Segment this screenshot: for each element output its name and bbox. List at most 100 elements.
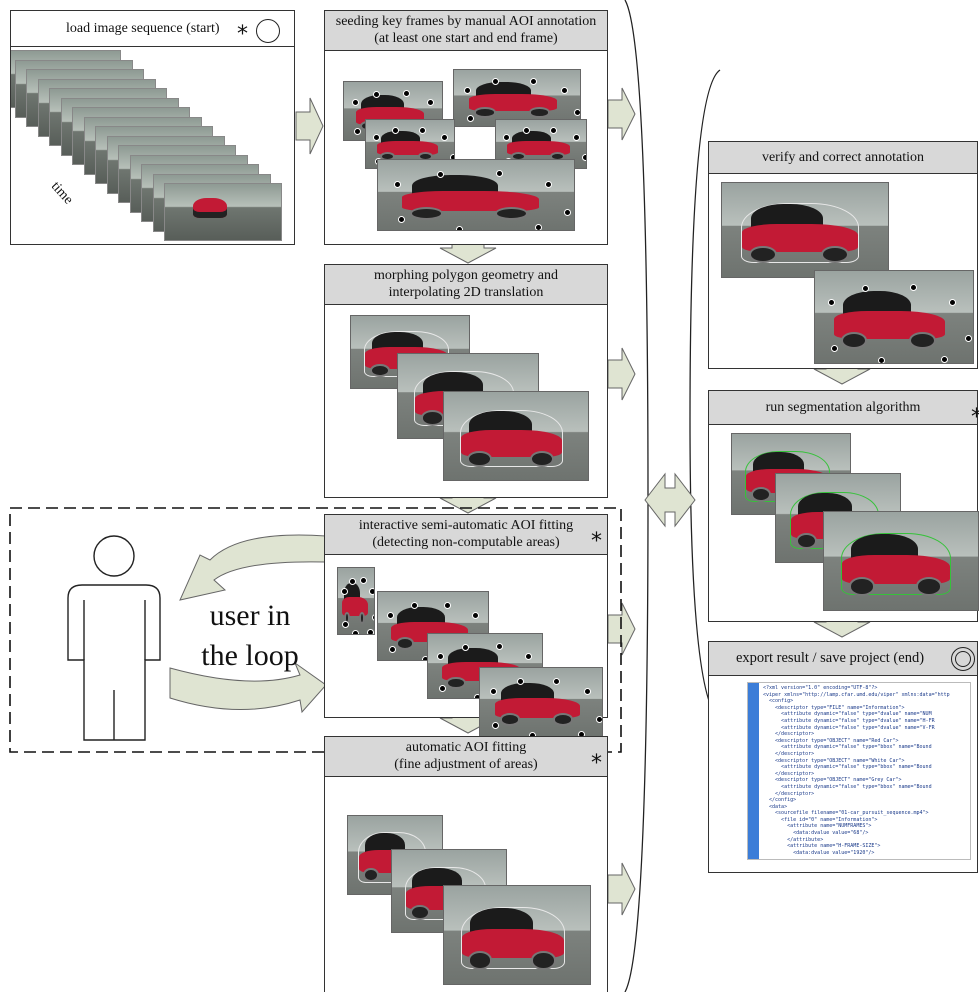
control-point bbox=[341, 588, 348, 595]
control-point bbox=[553, 678, 560, 685]
xml-line: <attribute dynamic="false" type="bbox" n… bbox=[763, 784, 950, 791]
arrow-load-to-seed bbox=[296, 98, 323, 154]
verify-frame-2 bbox=[814, 270, 974, 364]
control-point bbox=[462, 644, 469, 651]
xml-line: <attribute dynamic="false" type="dvalue"… bbox=[763, 725, 950, 732]
car-image bbox=[377, 131, 439, 161]
xml-line: <descriptor type="OBJECT" name="Grey Car… bbox=[763, 777, 950, 784]
car-image bbox=[834, 291, 945, 348]
xml-line: </descriptor> bbox=[763, 791, 950, 798]
arrow-bidirectional bbox=[645, 474, 695, 526]
step-load-title: load image sequence (start) bbox=[66, 21, 220, 36]
xml-line: <attribute name="H-FRAME-SIZE"> bbox=[763, 843, 950, 850]
car-image bbox=[507, 131, 570, 161]
xml-line: </descriptor> bbox=[763, 731, 950, 738]
step-seed-title-1: seeding key frames by manual AOI annotat… bbox=[325, 13, 607, 30]
control-point bbox=[517, 678, 524, 685]
sequence-frame bbox=[164, 183, 282, 241]
xml-line: <descriptor type="OBJECT" name="White Ca… bbox=[763, 758, 950, 765]
control-point bbox=[564, 209, 571, 216]
step-automatic-header: automatic AOI fitting (fine adjustment o… bbox=[325, 737, 607, 777]
user-loop-line-2: the loop bbox=[190, 636, 310, 676]
step-verify: verify and correct annotation bbox=[708, 141, 978, 369]
control-point bbox=[828, 299, 835, 306]
interactive-frame-4 bbox=[479, 667, 603, 737]
step-morph-header: morphing polygon geometry and interpolat… bbox=[325, 265, 607, 305]
control-point bbox=[831, 345, 838, 352]
car-image bbox=[495, 683, 580, 725]
car-image bbox=[461, 411, 562, 466]
step-export-header: export result / save project (end) bbox=[709, 642, 977, 676]
xml-line: </descriptor> bbox=[763, 751, 950, 758]
xml-line: <descriptor type="OBJECT" name="Red Car"… bbox=[763, 738, 950, 745]
step-load-header: load image sequence (start) bbox=[11, 11, 294, 47]
xml-line: </config> bbox=[763, 797, 950, 804]
step-verify-header: verify and correct annotation bbox=[709, 142, 977, 174]
control-point bbox=[965, 335, 972, 342]
step-morphing: morphing polygon geometry and interpolat… bbox=[324, 264, 608, 498]
step-morph-title-2: interpolating 2D translation bbox=[325, 284, 607, 301]
car-image bbox=[742, 204, 858, 262]
step-segmentation-star: * bbox=[971, 407, 979, 429]
xml-line: <file id="0" name="Information"> bbox=[763, 817, 950, 824]
xml-line: </attribute> bbox=[763, 837, 950, 844]
control-point bbox=[582, 154, 588, 161]
control-point bbox=[342, 621, 349, 628]
control-point bbox=[427, 99, 434, 106]
control-point bbox=[394, 181, 401, 188]
xml-code: <?xml version="1.0" encoding="UTF-8"?><v… bbox=[763, 685, 950, 856]
control-point bbox=[573, 134, 580, 141]
xml-line: <?xml version="1.0" encoding="UTF-8"?> bbox=[763, 685, 950, 692]
control-point bbox=[492, 722, 499, 729]
control-point bbox=[596, 716, 603, 723]
step-interactive-header: interactive semi-automatic AOI fitting (… bbox=[325, 515, 607, 555]
step-seed-title-2: (at least one start and end frame) bbox=[325, 30, 607, 47]
xml-line: <attribute dynamic="false" type="dvalue"… bbox=[763, 718, 950, 725]
step-seed-keyframes: seeding key frames by manual AOI annotat… bbox=[324, 10, 608, 245]
morph-frame-3 bbox=[443, 391, 589, 481]
step-automatic-fitting: automatic AOI fitting (fine adjustment o… bbox=[324, 736, 608, 992]
xml-line: <attribute dynamic="false" type="dvalue"… bbox=[763, 711, 950, 718]
small-car-image bbox=[193, 198, 227, 218]
step-interactive-star: * bbox=[591, 531, 602, 553]
step-automatic-title-2: (fine adjustment of areas) bbox=[325, 756, 607, 773]
step-load-sequence: load image sequence (start) * time bbox=[10, 10, 295, 245]
xml-line: <attribute name="NUMFRAMES"> bbox=[763, 823, 950, 830]
xml-line: <data> bbox=[763, 804, 950, 811]
control-point bbox=[472, 612, 479, 619]
control-point bbox=[464, 87, 471, 94]
step-interactive-title-1: interactive semi-automatic AOI fitting bbox=[325, 517, 607, 534]
control-point bbox=[354, 128, 361, 135]
xml-line: <descriptor type="FILE" name="Informatio… bbox=[763, 705, 950, 712]
control-point bbox=[561, 87, 568, 94]
control-point bbox=[444, 602, 451, 609]
control-point bbox=[437, 171, 444, 178]
step-segmentation: run segmentation algorithm * bbox=[708, 390, 978, 622]
xml-line: <data:dvalue value="68"/> bbox=[763, 830, 950, 837]
control-point bbox=[941, 356, 948, 363]
control-point bbox=[467, 115, 474, 122]
xml-line: <attribute dynamic="false" type="bbox" n… bbox=[763, 764, 950, 771]
arrow-right-4 bbox=[608, 863, 635, 915]
seed-frame-5 bbox=[377, 159, 575, 231]
step-automatic-title-1: automatic AOI fitting bbox=[325, 739, 607, 756]
user-icon bbox=[68, 536, 160, 740]
control-point bbox=[372, 614, 375, 621]
xml-line: <viper xmlns="http://lamp.cfar.umd.edu/v… bbox=[763, 692, 950, 699]
segment-frame-3 bbox=[823, 511, 979, 611]
control-point bbox=[349, 578, 356, 585]
step-automatic-star: * bbox=[591, 753, 602, 775]
control-point bbox=[535, 224, 542, 231]
control-point bbox=[456, 226, 463, 231]
control-point bbox=[398, 216, 405, 223]
step-seed-header: seeding key frames by manual AOI annotat… bbox=[325, 11, 607, 51]
arrow-right-2 bbox=[608, 348, 635, 400]
car-image bbox=[402, 175, 539, 218]
control-point bbox=[352, 630, 359, 635]
xml-line: <data:dvalue value="1920"/> bbox=[763, 850, 950, 857]
xml-gutter bbox=[748, 683, 759, 859]
control-point bbox=[550, 127, 557, 134]
control-point bbox=[574, 109, 581, 116]
step-export: export result / save project (end) <?xml… bbox=[708, 641, 978, 873]
flow-bracket-left bbox=[625, 0, 648, 992]
